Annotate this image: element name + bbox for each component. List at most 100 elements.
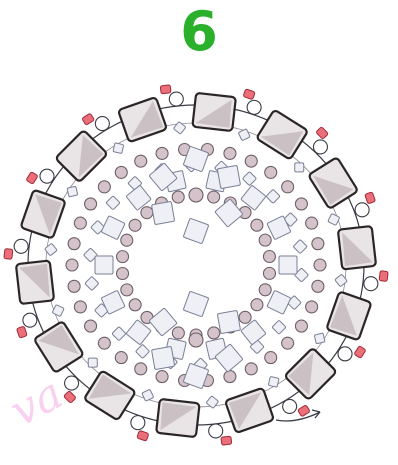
large-crystal [55,130,107,182]
seed-bead [66,259,78,271]
seed-bead [121,234,133,246]
bicone-bead [293,239,307,253]
seed-bead [98,181,110,193]
bicone-bead [217,165,240,188]
bicone-bead [242,172,256,186]
bicone-bead [67,186,78,197]
seed-bead [265,166,277,178]
large-crystal [16,260,54,304]
red-accent-bead [16,326,27,338]
large-crystal [284,348,336,400]
seed-bead [117,251,129,263]
seed-bead [115,166,127,178]
red-accent-bead [297,405,310,417]
bicone-bead [266,189,280,203]
seed-bead [265,352,277,364]
seed-bead [224,371,236,383]
connector-loop [131,416,145,430]
seed-bead [135,363,147,375]
bicone-bead [215,199,243,227]
bicone-bead [152,346,175,369]
red-accent-bead [26,172,38,185]
connector-loop [14,239,28,253]
bicone-bead [272,320,286,334]
seed-bead [312,238,324,250]
connector-loop [169,92,183,106]
seed-bead [129,219,141,231]
red-accent-bead [316,127,329,140]
seed-bead [282,181,294,193]
large-crystal [20,190,65,239]
seed-bead [85,320,97,332]
connector-loop [247,100,261,114]
red-accent-bead [137,430,149,441]
connector-loop [355,203,369,217]
seed-bead [68,280,80,292]
bicone-bead [217,310,240,333]
seed-bead [172,327,184,339]
seed-bead [245,155,257,167]
seed-bead [129,299,141,311]
connector-loop [364,277,378,291]
bicone-bead [88,358,97,367]
red-accent-bead [365,192,376,204]
bicone-bead [295,163,304,172]
seed-bead [189,188,203,202]
connector-loop [65,376,79,390]
seed-bead [208,191,220,203]
seed-bead [259,284,271,296]
thread-exit-arrow [276,412,320,421]
connector-loop [23,313,37,327]
seed-bead [251,299,263,311]
red-accent-bead [82,113,95,125]
bicone-bead [106,196,120,210]
bicone-bead [101,216,125,240]
seed-bead [98,337,110,349]
connector-loop [95,117,109,131]
seed-bead [306,217,318,229]
step-number: 6 [0,2,398,62]
seed-bead [245,363,257,375]
seed-bead [224,147,236,159]
seed-bead [282,337,294,349]
large-crystal [84,370,136,420]
seed-bead [115,352,127,364]
seed-bead [172,191,184,203]
seed-bead [259,234,271,246]
seed-bead [156,147,168,159]
bicone-bead [52,305,64,317]
seed-bead [208,327,220,339]
seed-bead [135,155,147,167]
connector-loop [209,424,223,438]
red-accent-bead [379,271,388,282]
bicone-bead [85,276,99,290]
large-crystal [192,93,236,131]
bicone-bead [314,333,325,344]
large-crystal [326,291,371,340]
seed-bead [156,371,168,383]
bicone-bead [113,143,124,154]
bicone-bead [112,327,126,341]
seed-bead [141,207,153,219]
bicone-bead [142,389,154,401]
seed-bead [251,219,263,231]
large-crystal [338,226,376,270]
seed-bead [85,198,97,210]
accent-bead-layer [4,85,388,445]
large-crystal [256,110,308,160]
red-accent-bead [221,436,232,445]
connector-loop [338,347,352,361]
bicone-bead [152,201,175,224]
red-accent-bead [354,346,366,359]
seed-bead [189,333,203,347]
bicone-bead [238,129,250,141]
bicone-bead [135,344,149,358]
seed-bead [121,284,133,296]
red-accent-bead [243,89,255,100]
large-crystal [156,399,200,437]
seed-bead [295,320,307,332]
bicone-bead [95,256,113,274]
seed-bead [239,311,251,323]
bicone-bead [267,290,291,314]
